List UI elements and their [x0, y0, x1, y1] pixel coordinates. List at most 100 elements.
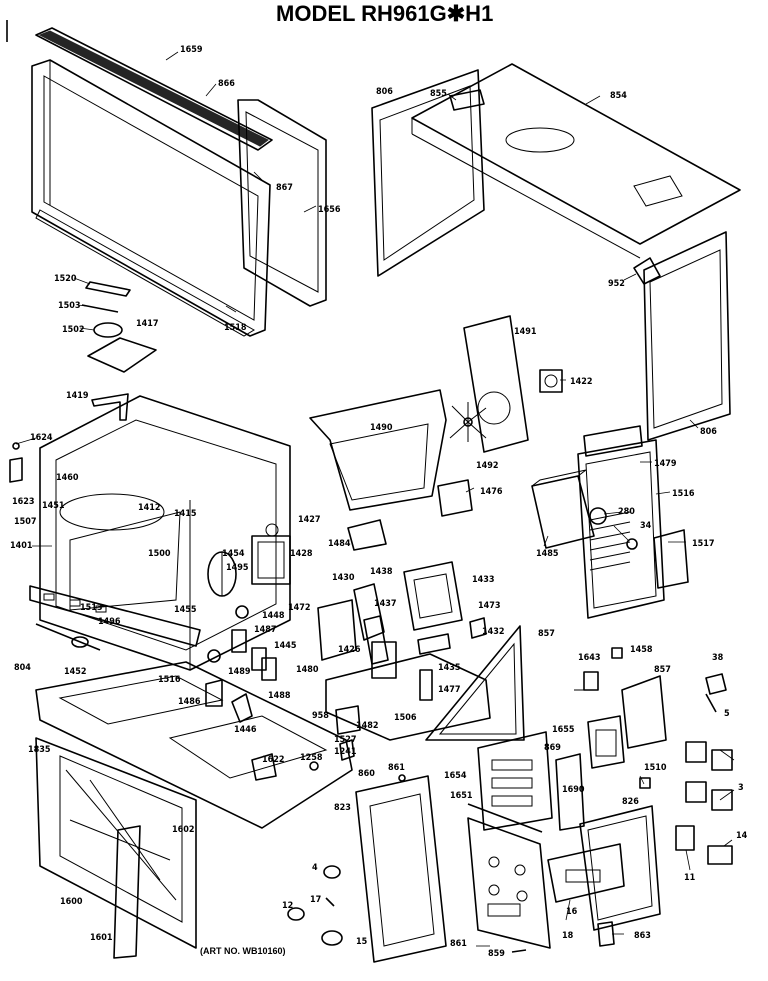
- art-number: (ART NO. WB10160): [200, 946, 286, 956]
- label-857-top: 857: [538, 629, 555, 639]
- label-1419: 1419: [66, 391, 89, 401]
- label-869: 869: [544, 743, 561, 753]
- label-1428: 1428: [290, 549, 313, 559]
- stirrer-motor-1417: [87, 337, 157, 373]
- label-866: 866: [218, 79, 235, 89]
- bottom-plate-1622: [35, 661, 353, 829]
- label-1492: 1492: [476, 461, 499, 471]
- label-38: 38: [712, 653, 724, 663]
- switch-housing-16: [547, 843, 625, 903]
- base-plate-1506: [325, 653, 491, 741]
- label-1412: 1412: [138, 503, 161, 513]
- label-1458: 1458: [630, 645, 653, 655]
- control-strip-1513: [29, 585, 201, 647]
- door-frame-lower-1518: [35, 209, 255, 337]
- screw-859: [511, 949, 527, 953]
- outer-case-left-806: [371, 69, 485, 277]
- part-1448: [235, 605, 249, 619]
- fan-housing-1491: [463, 315, 529, 453]
- relay-1487: [231, 629, 247, 653]
- knob-14: [707, 845, 733, 865]
- label-1643: 1643: [578, 653, 601, 663]
- label-1690: 1690: [562, 785, 585, 795]
- label-1437: 1437: [374, 599, 397, 609]
- label-14: 14: [736, 831, 748, 841]
- label-826: 826: [622, 797, 639, 807]
- switch-1623: [9, 457, 23, 483]
- control-panel-1516: [577, 439, 665, 619]
- board-1690: [555, 753, 585, 831]
- side-panel-1656: [237, 99, 327, 307]
- label-1241: 1241: [334, 747, 357, 757]
- oven-door-1600: [35, 737, 197, 949]
- air-duct-1490: [309, 389, 447, 511]
- label-1415: 1415: [174, 509, 197, 519]
- label-1473: 1473: [478, 601, 501, 611]
- door-handle-1601: [113, 825, 141, 959]
- magnetron-1428: [251, 523, 291, 585]
- label-1433: 1433: [472, 575, 495, 585]
- label-1503: 1503: [58, 301, 81, 311]
- label-1484: 1484: [328, 539, 351, 549]
- knob-4: [323, 865, 341, 879]
- bracket-1473: [363, 615, 389, 665]
- label-1448: 1448: [262, 611, 285, 621]
- switch-1488: [261, 657, 277, 681]
- bracket-1657: [621, 675, 667, 749]
- label-1516-lower: 1516: [158, 675, 181, 685]
- label-1455: 1455: [174, 605, 197, 615]
- label-1623: 1623: [12, 497, 35, 507]
- door-panel-18: [467, 817, 551, 949]
- label-861: 861: [388, 763, 405, 773]
- label-5: 5: [724, 709, 730, 719]
- label-1422: 1422: [570, 377, 593, 387]
- fan-motor-1422: [539, 369, 563, 393]
- label-18: 18: [562, 931, 574, 941]
- label-1427: 1427: [298, 515, 321, 525]
- label-1476: 1476: [480, 487, 503, 497]
- label-823: 823: [334, 803, 351, 813]
- fan-blade-1492: [449, 402, 487, 442]
- part-280: [589, 507, 607, 525]
- part-34: [626, 538, 638, 550]
- label-1490: 1490: [370, 423, 393, 433]
- label-1454: 1454: [222, 549, 245, 559]
- label-280: 280: [618, 507, 635, 517]
- label-860: 860: [358, 769, 375, 779]
- label-854: 854: [610, 91, 627, 101]
- bracket-952: [633, 257, 661, 285]
- label-15: 15: [356, 937, 368, 947]
- leader-lines: [15, 51, 735, 947]
- stirrer-1502: [93, 322, 123, 338]
- support-1419: [91, 393, 129, 421]
- label-1482: 1482: [356, 721, 379, 731]
- cooling-fan-1495: [207, 551, 237, 597]
- label-4: 4: [312, 863, 318, 873]
- plate-1479: [583, 425, 643, 457]
- part-1432: [469, 617, 487, 639]
- label-1518: 1518: [224, 323, 247, 333]
- switch-block-3: [685, 741, 733, 811]
- label-1417: 1417: [136, 319, 159, 329]
- label-1486: 1486: [178, 697, 201, 707]
- screw-861: [398, 774, 406, 782]
- label-804: 804: [14, 663, 31, 673]
- label-863: 863: [634, 931, 651, 941]
- label-806-side: 806: [700, 427, 717, 437]
- label-34: 34: [640, 521, 652, 531]
- door-frame-866: [31, 59, 271, 337]
- label-1491: 1491: [514, 327, 537, 337]
- label-1432: 1432: [482, 627, 505, 637]
- part-1458: [611, 647, 623, 659]
- label-1651: 1651: [450, 791, 473, 801]
- part-38: [705, 673, 727, 695]
- label-1656: 1656: [318, 205, 341, 215]
- label-1477: 1477: [438, 685, 461, 695]
- switch-11: [675, 825, 695, 851]
- switch-1445: [251, 647, 267, 671]
- label-1655: 1655: [552, 725, 575, 735]
- knob-12: [287, 907, 305, 921]
- screw-1258: [309, 761, 319, 771]
- label-1500: 1500: [148, 549, 171, 559]
